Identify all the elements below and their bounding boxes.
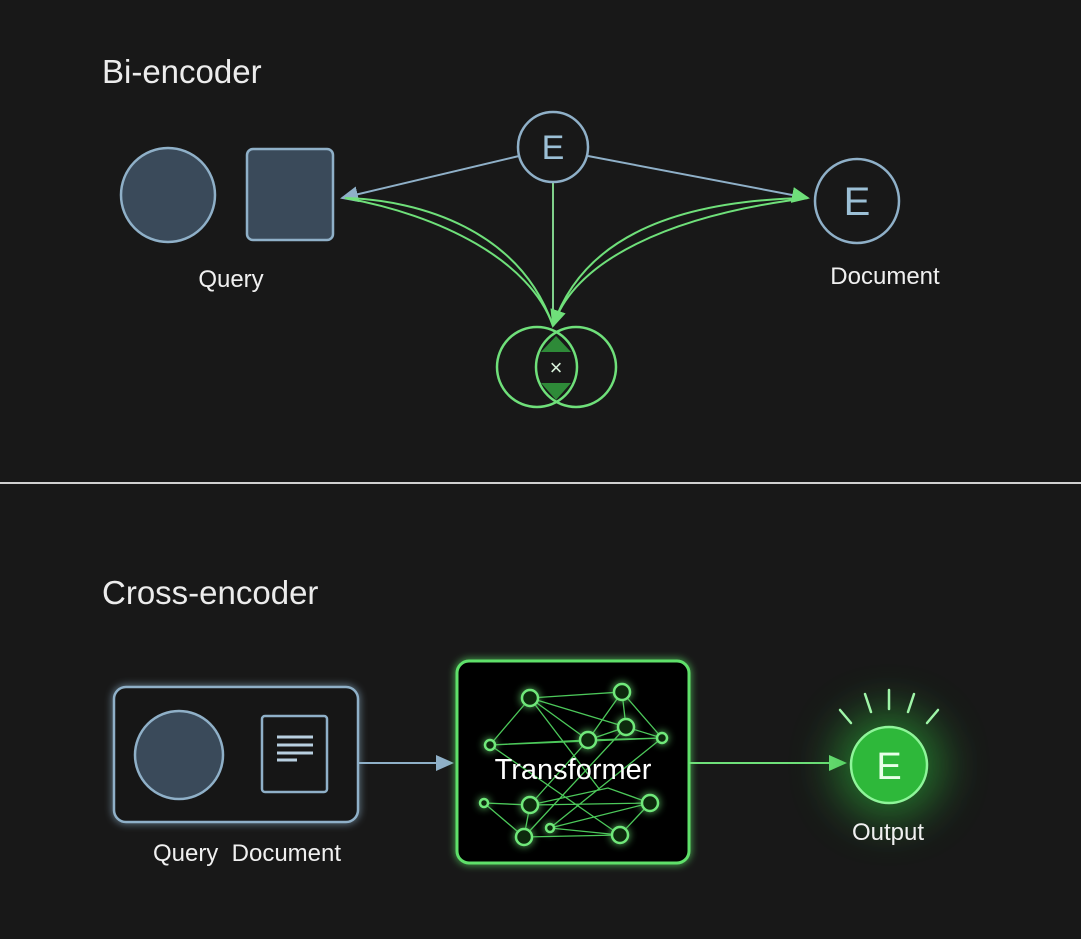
query-circle-shape <box>119 146 217 244</box>
query-label: Query <box>198 266 263 293</box>
output-label: Output <box>852 819 924 846</box>
bi-encoder-edges <box>340 155 810 328</box>
bi-encoder-title: Bi-encoder <box>102 53 262 90</box>
encoder-node-document <box>813 157 901 245</box>
similarity-venn-icon: × <box>495 325 618 409</box>
query-circle-shape-cross <box>133 709 225 801</box>
cross-encoder-title: Cross-encoder <box>102 574 318 611</box>
neural-network-nodes <box>478 682 669 847</box>
output-e-icon: E <box>876 746 901 788</box>
query-square-shape <box>245 147 335 242</box>
transformer-label: Transformer <box>495 754 652 786</box>
output-rays-icon <box>838 688 940 725</box>
output-node <box>849 725 929 805</box>
document-label: Document <box>830 263 940 290</box>
encoder-top-e-icon: E <box>542 129 565 167</box>
input-pair-label: Query Document <box>153 840 341 867</box>
document-icon <box>260 714 329 794</box>
encoder-node-top <box>516 110 590 184</box>
multiply-icon: × <box>550 355 563 380</box>
encoder-doc-e-icon: E <box>844 180 871 224</box>
